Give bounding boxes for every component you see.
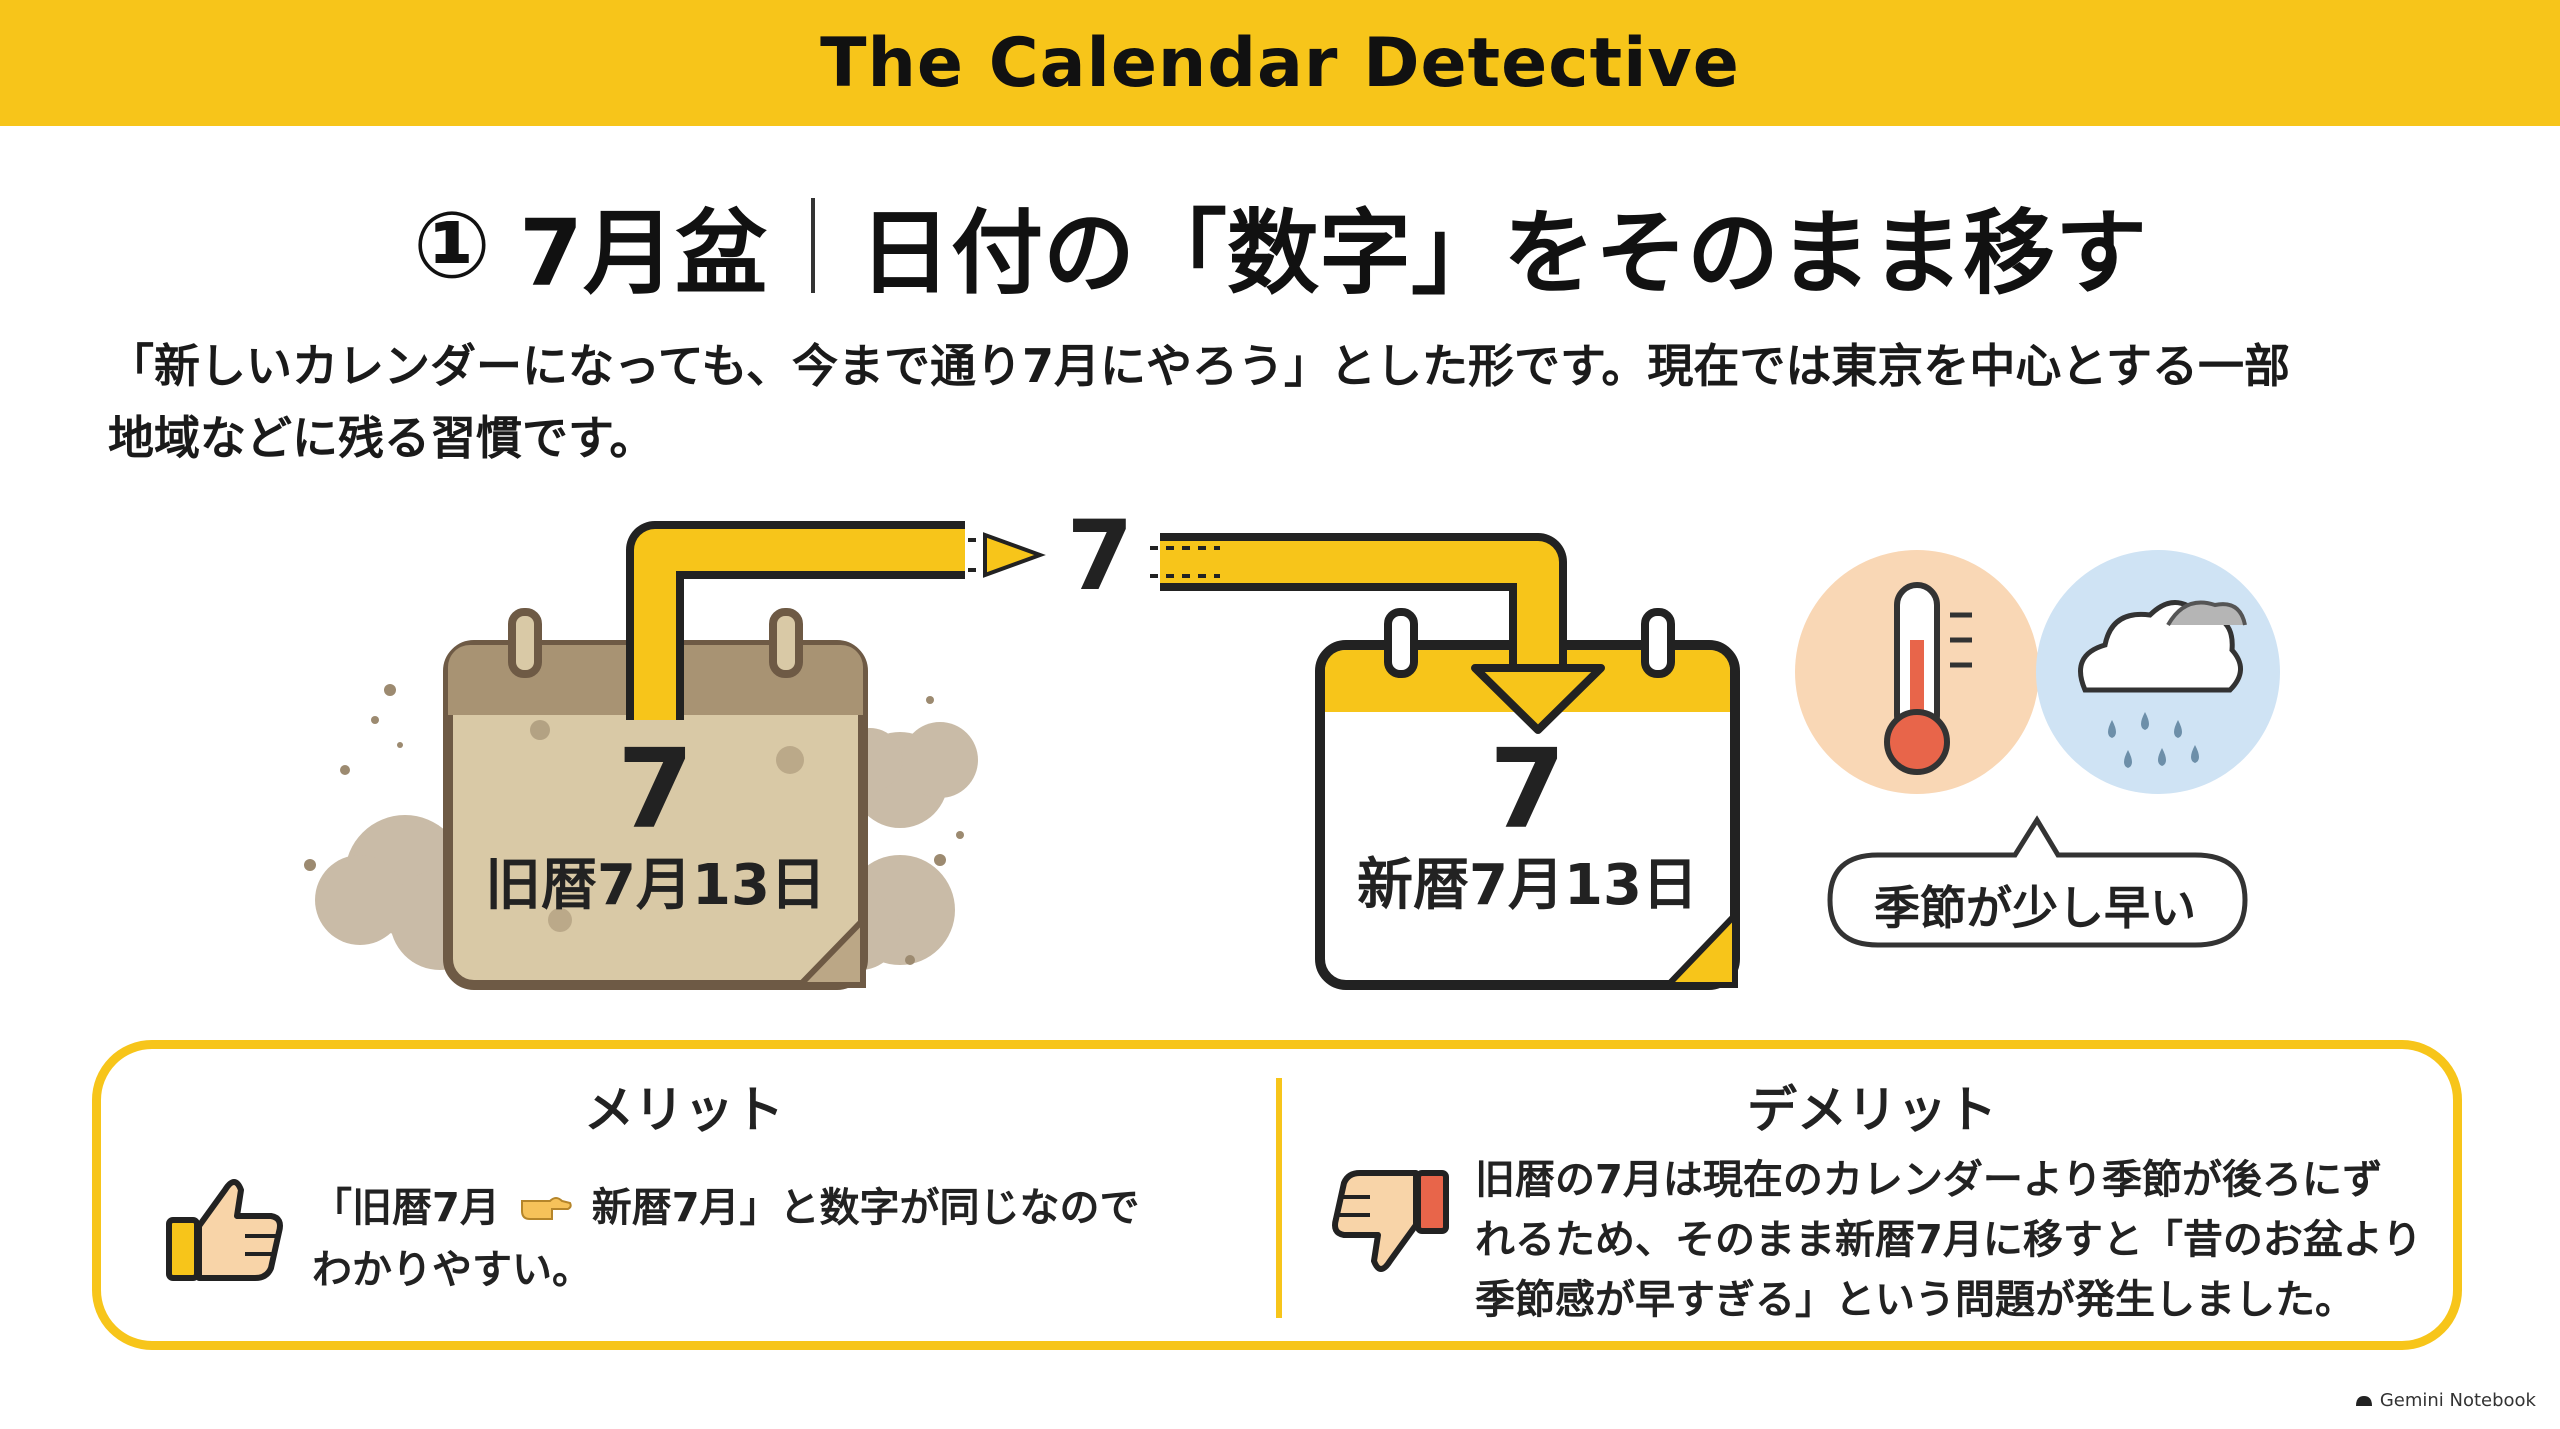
merit-title: メリット	[584, 1081, 784, 1139]
intro-line-2: 地域などに残る習慣です。	[108, 411, 656, 465]
speech-bubble	[1827, 815, 2248, 948]
section-heading-right: 日付の「数字」をそのまま移す	[858, 199, 2147, 307]
demerit-line-3: 季節感が早すぎる」という問題が発生しました。	[1475, 1277, 2355, 1323]
calendar-illustration	[304, 521, 2280, 990]
old-calendar-number: 7	[617, 725, 694, 853]
merit-line-1b: 新暦7月」と数字が同じなので	[591, 1185, 1140, 1231]
old-calendar	[443, 608, 868, 990]
merit-line-2: わかりやすい。	[312, 1247, 592, 1293]
heading-separator	[810, 197, 815, 293]
pointing-hand-icon	[520, 1180, 572, 1240]
intro-paragraph: 「新しいカレンダーになっても、今まで通り7月にやろう」とした形です。現在では東京…	[108, 330, 2468, 474]
section-heading-left: 7月盆	[518, 199, 767, 307]
season-bubble-text: 季節が少し早い	[1874, 881, 2196, 935]
notebook-logo-icon	[2355, 1395, 2372, 1406]
header-bar: The Calendar Detective	[0, 0, 2560, 126]
demerit-line-2: れるため、そのまま新暦7月に移すと「昔のお盆より	[1475, 1217, 2423, 1263]
thermometer-icon	[1795, 550, 2039, 794]
demerit-line-1: 旧暦の7月は現在のカレンダーより季節が後ろにず	[1475, 1157, 2383, 1203]
section-number: ①	[413, 191, 491, 299]
demerit-title: デメリット	[1747, 1081, 1997, 1139]
new-calendar	[1315, 608, 1740, 990]
thumbs-up-icon	[166, 1179, 283, 1281]
section-heading: ① 7月盆 日付の「数字」をそのまま移す	[0, 185, 2560, 307]
dust-specks	[304, 684, 964, 965]
arrow-number: 7	[1066, 500, 1134, 612]
merit-text: 「旧暦7月 新暦7月」と数字が同じなので わかりやすい。	[312, 1178, 1232, 1300]
merit-line-1a: 「旧暦7月	[312, 1185, 500, 1231]
page-title: The Calendar Detective	[820, 23, 1740, 103]
demerit-text: 旧暦の7月は現在のカレンダーより季節が後ろにず れるため、そのまま新暦7月に移す…	[1475, 1150, 2435, 1330]
new-calendar-label: 新暦7月13日	[1357, 853, 1698, 918]
rain-cloud-icon	[2036, 550, 2280, 794]
footer-brand: Gemini Notebook	[2354, 1390, 2536, 1411]
new-calendar-number: 7	[1489, 725, 1566, 853]
merit-line-1: 「旧暦7月 新暦7月」と数字が同じなので	[312, 1178, 1232, 1240]
panel-divider	[1276, 1078, 1282, 1318]
footer-brand-text: Gemini Notebook	[2379, 1390, 2536, 1411]
intro-line-1: 「新しいカレンダーになっても、今まで通り7月にやろう」とした形です。現在では東京…	[108, 339, 2291, 393]
old-calendar-label: 旧暦7月13日	[485, 853, 826, 918]
transfer-arrow	[626, 521, 1605, 734]
thumbs-down-icon	[1332, 1170, 1449, 1272]
